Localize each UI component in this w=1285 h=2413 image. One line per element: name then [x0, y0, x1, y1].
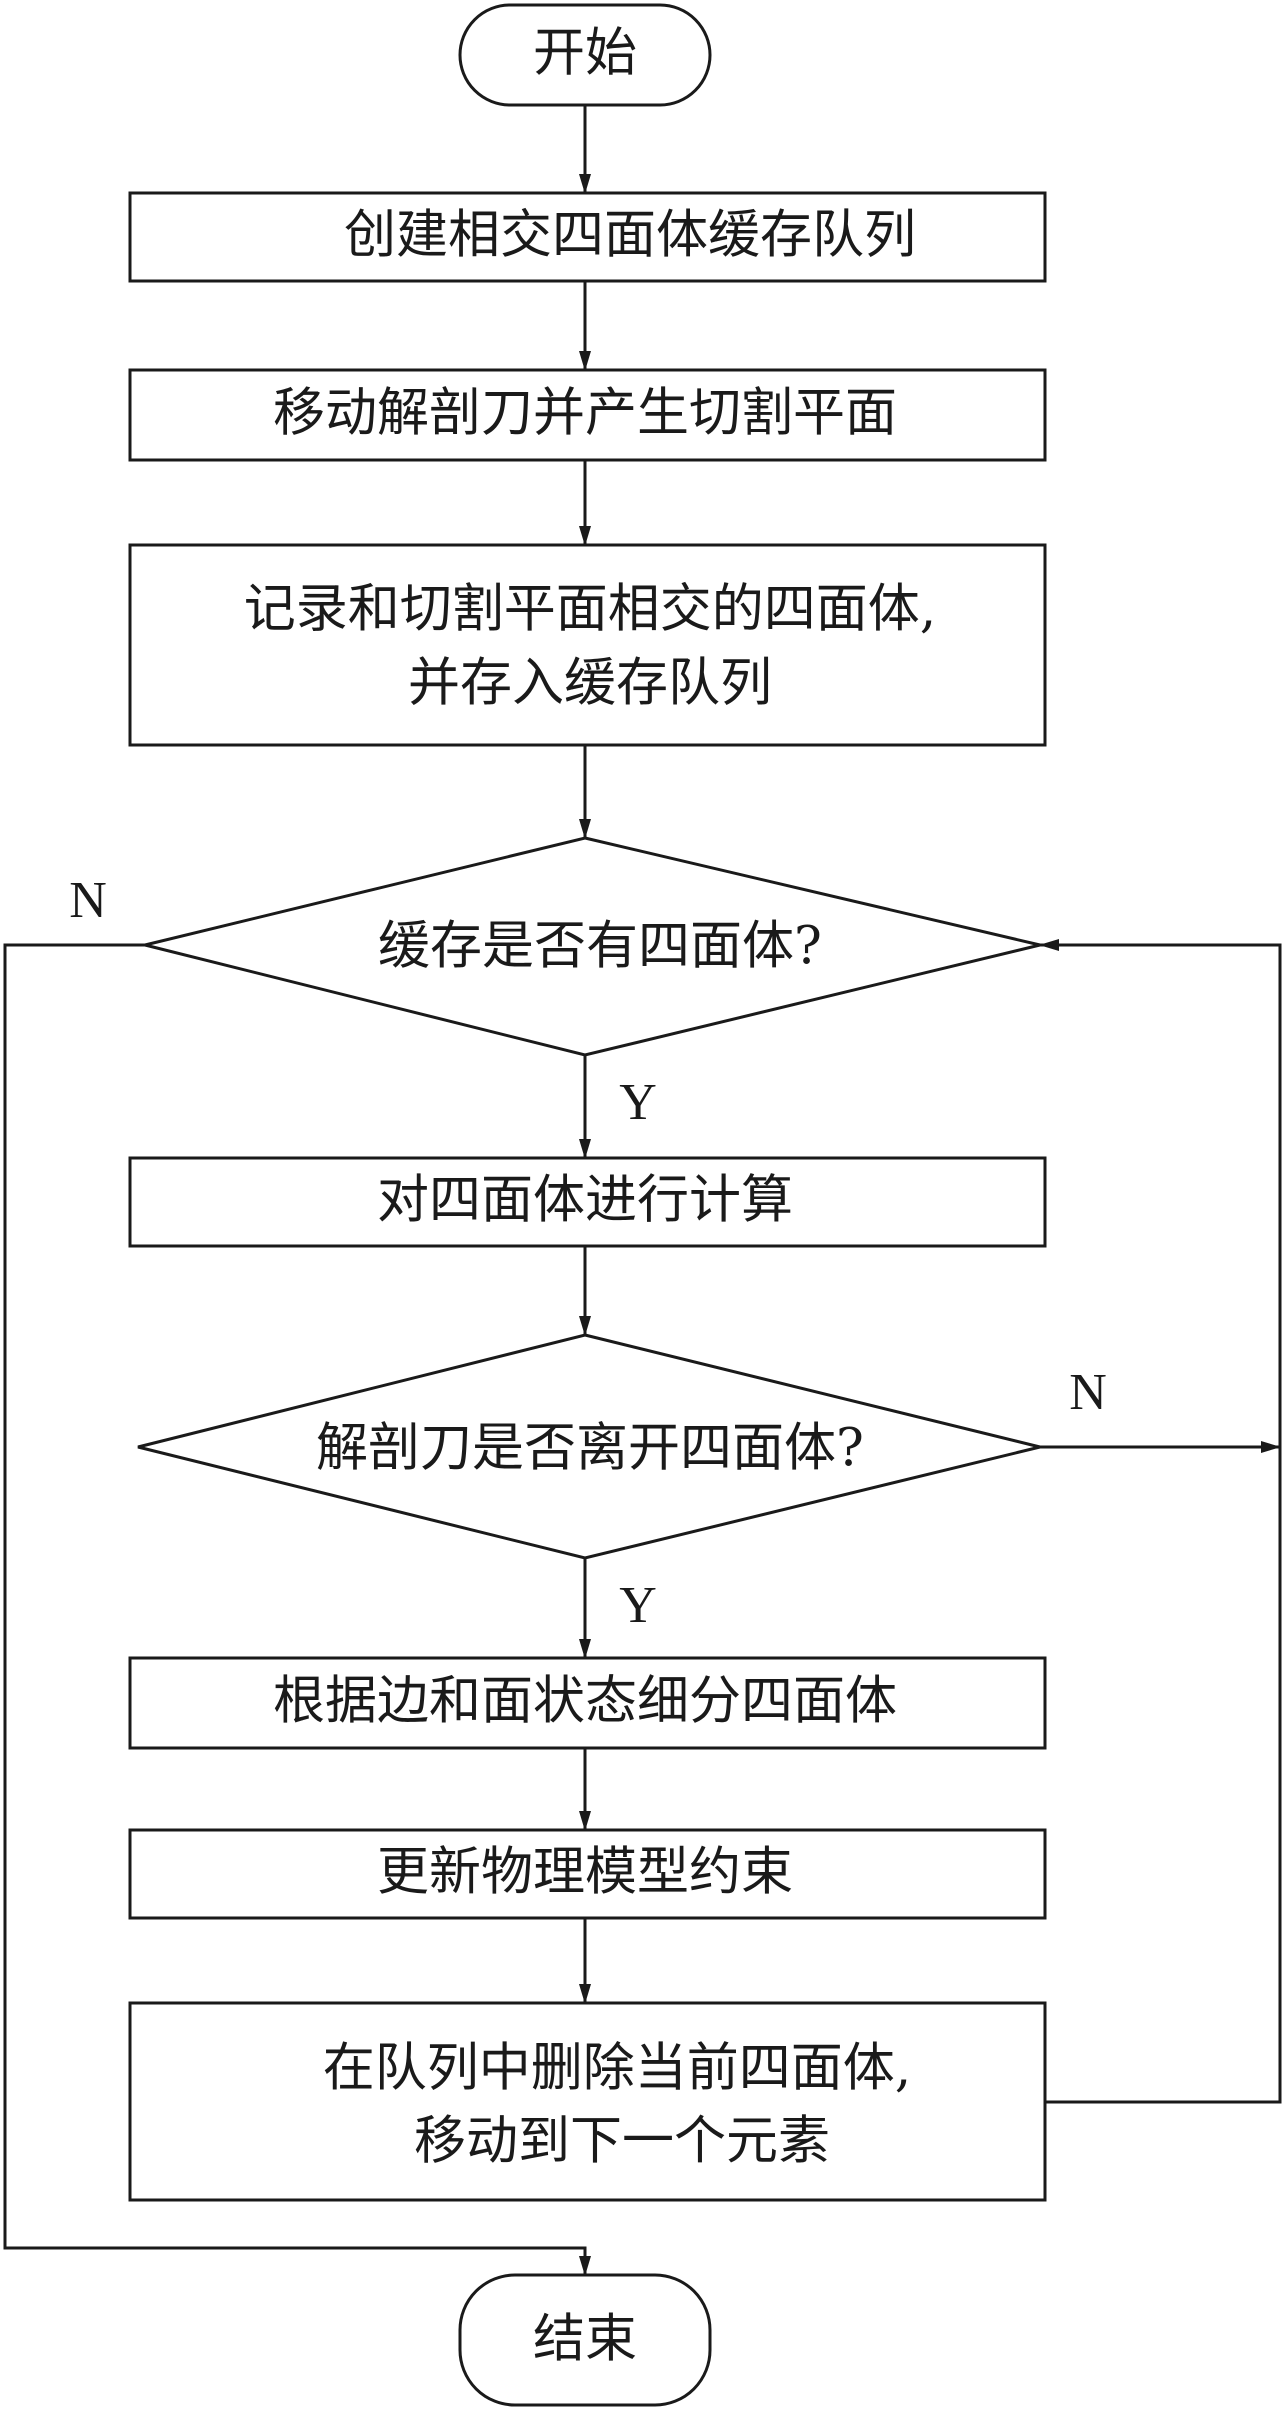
- compute-box: [128, 1156, 1047, 1248]
- delete-label-line2: 移动到下一个元素: [414, 2112, 830, 2172]
- delete-label-line1: 在队列中删除当前四面体,: [323, 2039, 912, 2099]
- edge-leave-yes-label: Y: [619, 1577, 657, 1634]
- move-scalpel-label: 移动解剖刀并产生切割平面: [273, 384, 897, 444]
- record-box: [128, 543, 1047, 747]
- update-constraints-box: [128, 1828, 1047, 1920]
- edge-leave-no-label: N: [1069, 1364, 1107, 1421]
- edge-loop-back: [1039, 939, 1282, 2104]
- end-terminator: [458, 2273, 712, 2407]
- create-queue-box: [128, 191, 1047, 283]
- move-scalpel-box: [128, 368, 1047, 462]
- delete-box: [128, 2001, 1047, 2202]
- start-label: 开始: [533, 24, 637, 84]
- record-label-line2: 并存入缓存队列: [408, 654, 772, 714]
- record-label-line1: 记录和切割平面相交的四面体,: [244, 580, 937, 640]
- decision-leave-label: 解剖刀是否离开四面体?: [316, 1419, 864, 1479]
- subdivide-box: [128, 1656, 1047, 1750]
- subdivide-label: 根据边和面状态细分四面体: [273, 1672, 897, 1732]
- create-queue-label: 创建相交四面体缓存队列: [344, 206, 916, 266]
- decision-cache-label: 缓存是否有四面体?: [378, 917, 822, 977]
- end-label: 结束: [533, 2310, 637, 2370]
- update-constraints-label: 更新物理模型约束: [377, 1843, 793, 1903]
- compute-label: 对四面体进行计算: [377, 1171, 793, 1231]
- edge-cache-no: [3, 943, 591, 2276]
- edge-cache-no-label: N: [69, 872, 107, 929]
- edge-cache-yes-label: Y: [619, 1074, 657, 1131]
